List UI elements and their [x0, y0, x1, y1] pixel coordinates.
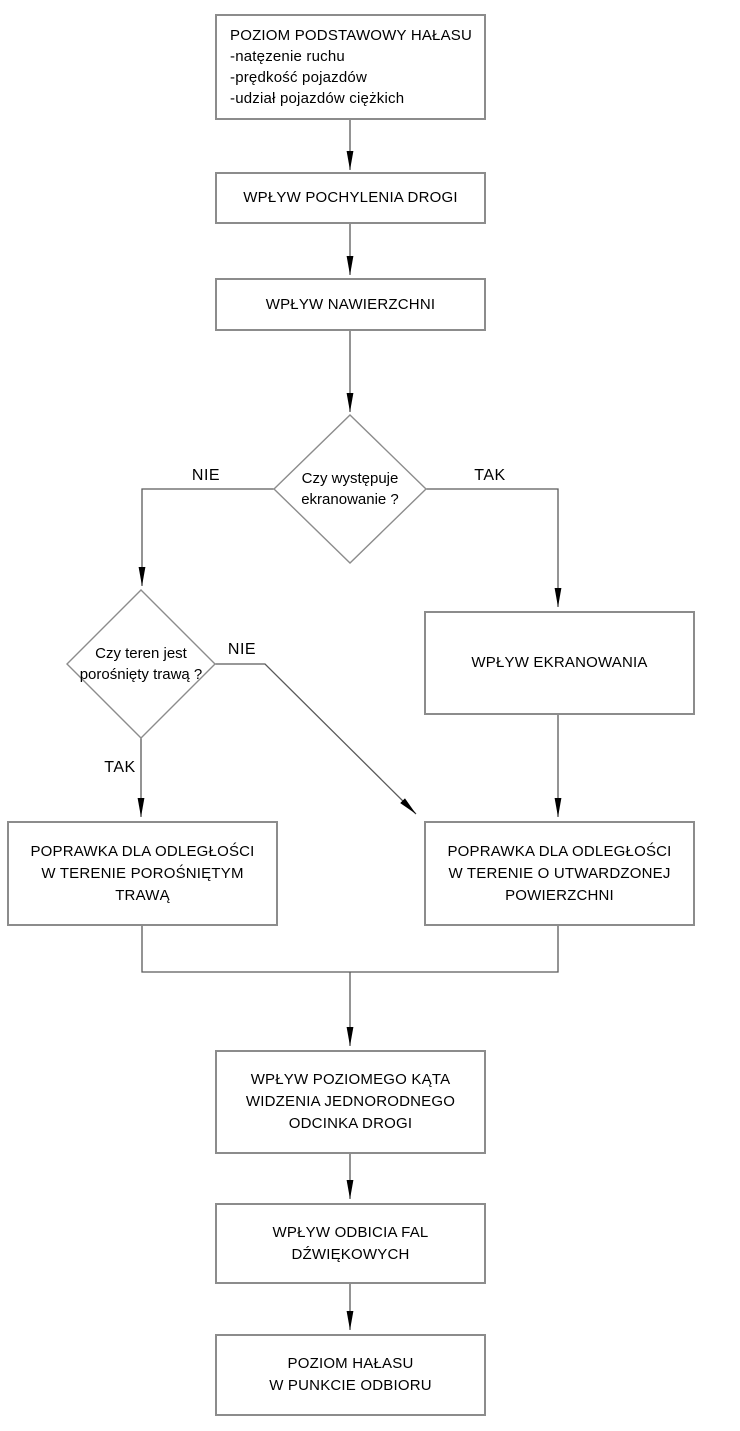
- node-poziom-podstawowy-item: -prędkość pojazdów: [230, 69, 368, 86]
- decision-ekranowanie-shape: [272, 414, 428, 564]
- node-kat-widzenia-line: ODCINKA DROGI: [288, 1115, 413, 1132]
- decision-teren-line: Czy teren jest: [95, 645, 187, 662]
- node-nawierzchnia: WPŁYW NAWIERZCHNI: [215, 278, 486, 331]
- edge-label-ekranowanie-nie: NIE: [191, 467, 221, 484]
- node-poprawka-trawa-line: W TERENIE POROŚNIĘTYM: [41, 864, 244, 882]
- decision-teren-text: Czy teren jest porośnięty trawą ?: [52, 641, 230, 687]
- node-pochylenie: WPŁYW POCHYLENIA DROGI: [215, 172, 486, 224]
- node-poziom-podstawowy: POZIOM PODSTAWOWY HAŁASU -natęzenie ruch…: [215, 14, 486, 120]
- edge-label-ekranowanie-tak: TAK: [474, 467, 506, 484]
- node-kat-widzenia-line: WIDZENIA JEDNORODNEGO: [245, 1093, 456, 1110]
- node-poprawka-utwardzona-line: W TERENIE O UTWARDZONEJ: [448, 864, 671, 882]
- node-odbicia-fal-line: WPŁYW ODBICIA FAL: [272, 1223, 429, 1241]
- node-odbicia-fal-line: DŹWIĘKOWYCH: [291, 1245, 410, 1263]
- node-poprawka-trawa-line: TRAWĄ: [115, 886, 170, 904]
- arrow-teren-nie-to-poprawka-utwardzona: [215, 663, 417, 815]
- node-poprawka-trawa-line: POPRAWKA DLA ODLEGŁOŚCI: [30, 842, 255, 860]
- node-poziom-podstawowy-title: POZIOM PODSTAWOWY HAŁASU: [230, 27, 473, 44]
- node-wynik-line: W PUNKCIE ODBIORU: [269, 1377, 432, 1394]
- node-wplyw-ekranowania-label: WPŁYW EKRANOWANIA: [471, 654, 648, 671]
- arrow-decision-tak-to-ekranowanie: [426, 488, 562, 607]
- decision-ekranowanie-text: Czy występuje ekranowanie ?: [278, 466, 422, 512]
- node-pochylenie-label: WPŁYW POCHYLENIA DROGI: [243, 189, 458, 206]
- connector-merge: [141, 925, 559, 973]
- node-kat-widzenia-line: WPŁYW POZIOMEGO KĄTA: [250, 1071, 451, 1088]
- node-poprawka-utwardzona-line: POWIERZCHNI: [505, 886, 614, 904]
- node-poprawka-utwardzona: POPRAWKA DLA ODLEGŁOŚCI W TERENIE O UTWA…: [424, 821, 695, 926]
- node-poprawka-trawa: POPRAWKA DLA ODLEGŁOŚCI W TERENIE POROŚN…: [7, 821, 278, 926]
- node-kat-widzenia: WPŁYW POZIOMEGO KĄTA WIDZENIA JEDNORODNE…: [215, 1050, 486, 1154]
- decision-teren-line: porośnięty trawą ?: [79, 666, 203, 683]
- decision-ekranowanie-line: ekranowanie ?: [301, 491, 399, 508]
- node-odbicia-fal: WPŁYW ODBICIA FAL DŹWIĘKOWYCH: [215, 1203, 486, 1284]
- node-wynik: POZIOM HAŁASU W PUNKCIE ODBIORU: [215, 1334, 486, 1416]
- edge-label-teren-tak: TAK: [104, 759, 136, 776]
- node-nawierzchnia-label: WPŁYW NAWIERZCHNI: [265, 295, 436, 313]
- node-poziom-podstawowy-item: -udział pojazdów ciężkich: [230, 90, 405, 107]
- node-wynik-line: POZIOM HAŁASU: [287, 1355, 414, 1372]
- node-wplyw-ekranowania: WPŁYW EKRANOWANIA: [424, 611, 695, 715]
- decision-ekranowanie-line: Czy występuje: [301, 470, 399, 487]
- node-poprawka-utwardzona-line: POPRAWKA DLA ODLEGŁOŚCI: [447, 842, 672, 860]
- decision-teren-shape: [66, 589, 216, 739]
- edge-label-teren-nie: NIE: [227, 641, 257, 658]
- arrow-decision-nie-to-teren: [138, 488, 274, 586]
- node-poziom-podstawowy-item: -natęzenie ruchu: [230, 48, 345, 65]
